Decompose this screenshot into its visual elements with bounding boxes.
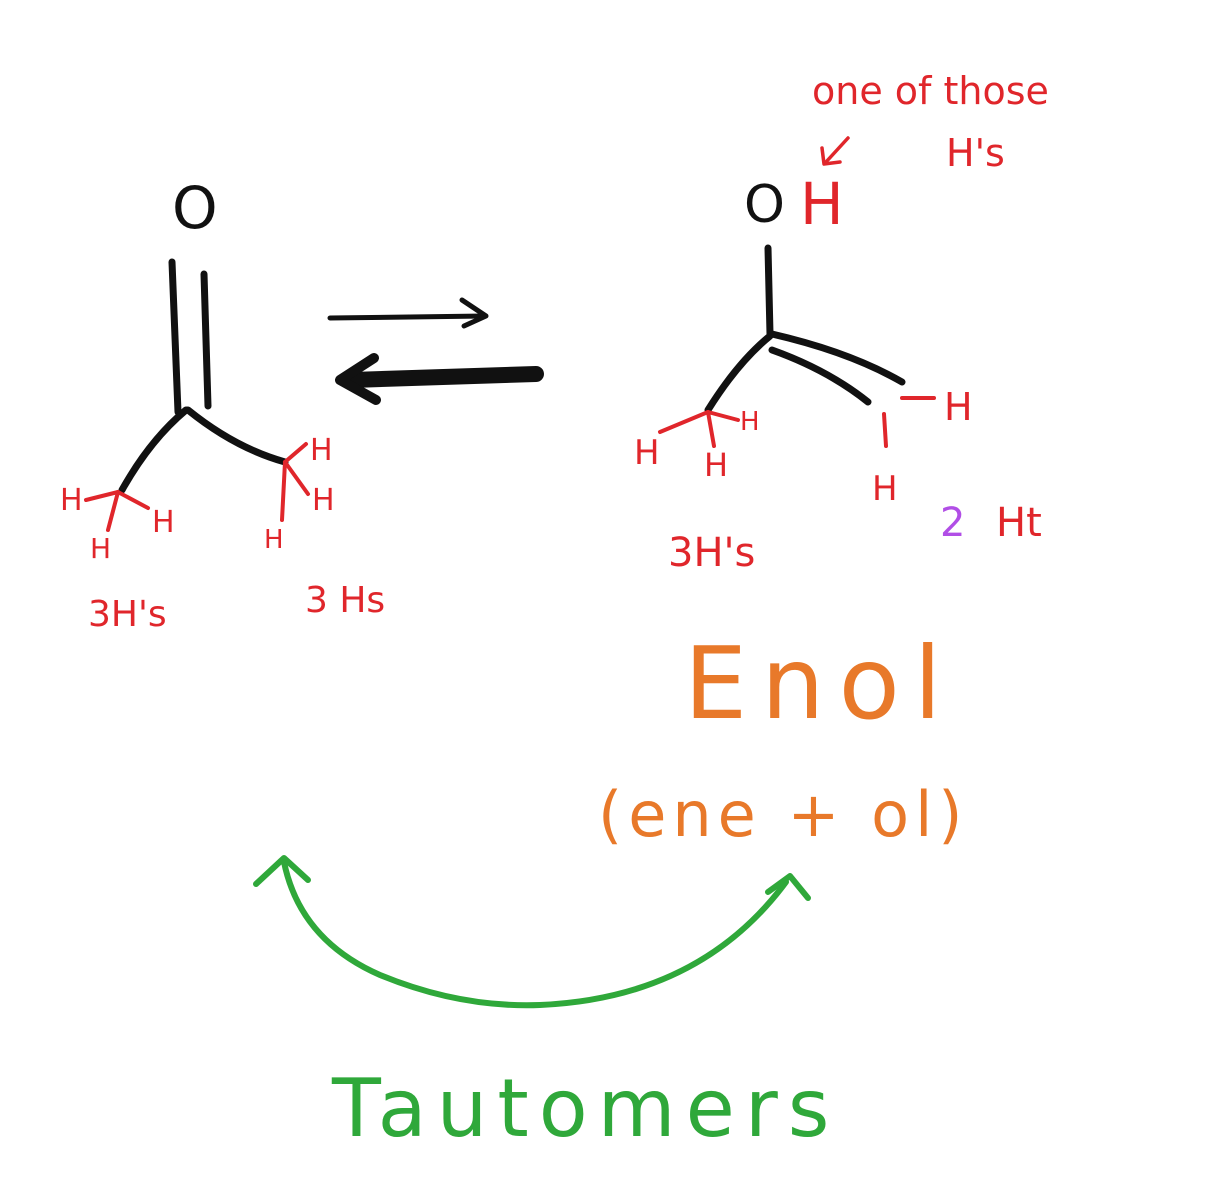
enol-cc-double-bond-2 xyxy=(768,346,872,406)
enol-structure: one of those H's O H H H H H H 3H's 2 Ht xyxy=(634,69,1049,576)
tautomers-curve xyxy=(281,859,789,1009)
ketone-h-left-bottom: H xyxy=(90,532,111,565)
ketone-co-bond-2 xyxy=(200,270,212,410)
enol-methyl-ch-bond-2 xyxy=(706,410,716,448)
enol-h-methyl-bottom: H xyxy=(704,446,728,484)
ketone-count-left: 3H's xyxy=(88,594,167,635)
ketone-h-left-right: H xyxy=(152,505,175,540)
ketone-structure: O H H H H H H 3H's 3 Hs xyxy=(60,174,385,635)
enol-methyl-ch-bond-3 xyxy=(706,410,740,422)
enol-vinyl-ch-bond-2 xyxy=(882,412,888,448)
ketone-h-right-top: H xyxy=(310,433,333,468)
enol-etymology: (ene + ol) xyxy=(598,778,968,851)
ketone-left-ch-bond-1 xyxy=(84,490,120,502)
enol-count-vinyl-number: 2 xyxy=(940,500,965,546)
ketone-co-bond-1 xyxy=(168,258,182,416)
enol-h-methyl-right: H xyxy=(740,407,760,437)
forward-arrow-head xyxy=(459,297,489,329)
enol-h-methyl-left: H xyxy=(634,433,660,473)
ketone-right-ch-bond-1 xyxy=(283,442,308,464)
enol-note-line1: one of those xyxy=(812,69,1049,113)
ketone-left-cc-bond xyxy=(118,406,190,494)
note-pointer-arrow xyxy=(824,136,850,164)
enol-cc-double-bond-1 xyxy=(768,330,906,386)
enol-co-bond xyxy=(764,244,774,338)
ketone-h-right-bottom: H xyxy=(264,525,284,555)
ketone-h-right-mid: H xyxy=(312,483,335,518)
enol-methyl-ch-bond-1 xyxy=(658,410,710,434)
enol-c-methyl-bond xyxy=(704,332,774,414)
ketone-right-ch-bond-3 xyxy=(280,460,287,522)
tautomers-double-arrow xyxy=(253,855,811,1009)
tautomers-right-arrowhead xyxy=(765,873,811,901)
note-pointer-head xyxy=(820,146,842,166)
ketone-count-right: 3 Hs xyxy=(305,580,385,621)
enol-h-vinyl-right: H xyxy=(944,385,973,429)
tautomers-label: Tautomers xyxy=(331,1062,839,1155)
enol-note-line2: H's xyxy=(946,131,1005,175)
tautomers-left-arrowhead xyxy=(253,855,311,887)
ketone-oxygen: O xyxy=(172,174,218,242)
ketone-h-left-top: H xyxy=(60,483,83,518)
ketone-left-ch-bond-2 xyxy=(116,490,150,510)
forward-arrow-shaft xyxy=(327,313,488,321)
enol-h-vinyl-bottom: H xyxy=(872,469,898,509)
enol-name: Enol xyxy=(684,625,956,742)
ketone-right-cc-bond xyxy=(184,406,289,466)
enol-oxygen: O xyxy=(744,175,785,235)
reverse-arrow-shaft xyxy=(344,366,544,388)
reverse-arrow-head xyxy=(335,353,381,405)
enol-count-methyl: 3H's xyxy=(668,530,755,576)
ketone-right-ch-bond-2 xyxy=(283,460,310,496)
enol-label-group: Enol (ene + ol) xyxy=(598,625,968,851)
enol-hydroxyl-h: H xyxy=(800,170,844,238)
ketone-left-ch-bond-3 xyxy=(106,490,120,532)
equilibrium-arrows xyxy=(327,297,544,405)
enol-count-vinyl-label: Ht xyxy=(996,500,1042,546)
